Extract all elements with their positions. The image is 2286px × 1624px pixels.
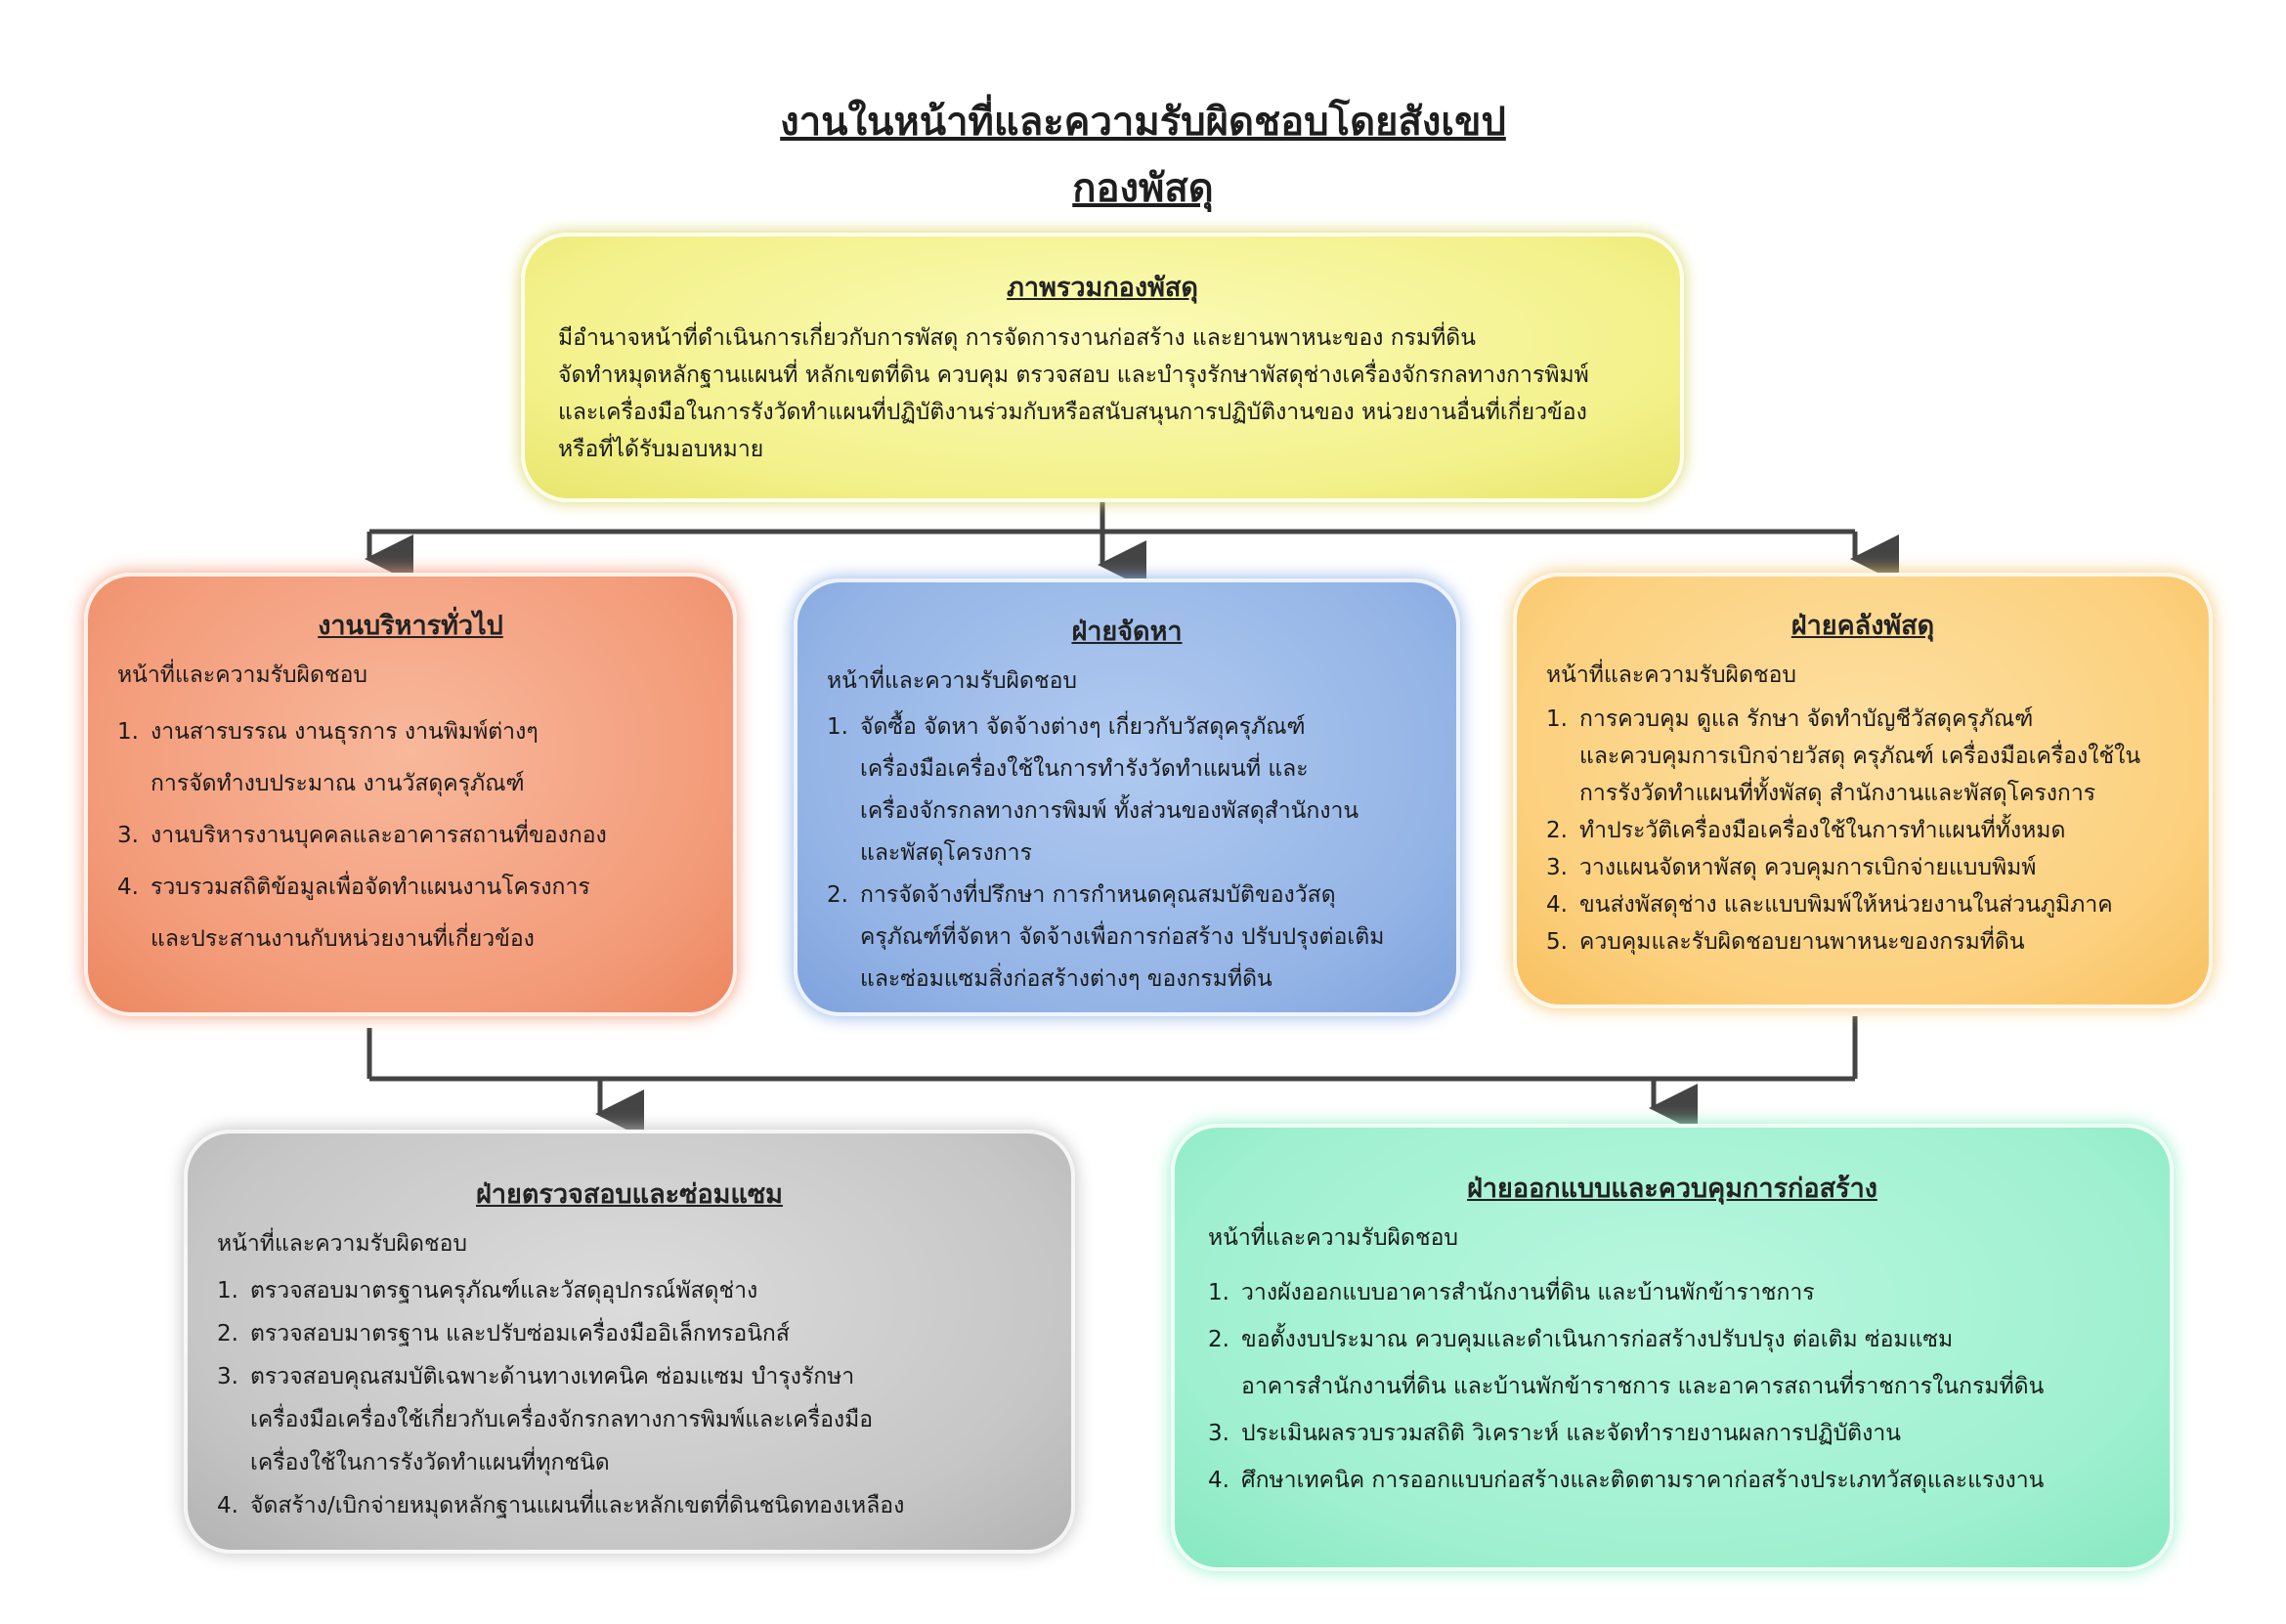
list-item: 3. ประเมินผลรวบรวมสถิติ วิเคราะห์ และจัด…	[1208, 1410, 2136, 1457]
item-text: ประเมินผลรวบรวมสถิติ วิเคราะห์ และจัดทำร…	[1241, 1421, 1901, 1446]
design-intro: หน้าที่และความรับผิดชอบ	[1208, 1225, 1458, 1251]
list-item: 3. งานบริหารงานบุคคลและอาคารสถานที่ของกอ…	[117, 810, 704, 862]
item-number: 4.	[1208, 1468, 1229, 1493]
inspection-box: ฝ่ายตรวจสอบและซ่อมแซม หน้าที่และความรับผ…	[184, 1130, 1075, 1554]
storage-heading: ฝ่ายคลังพัสดุ	[1790, 611, 1935, 641]
item-number: 1.	[1546, 706, 1568, 732]
overview-box: ภาพรวมกองพัสดุ มีอำนาจหน้าที่ดำเนินการเก…	[521, 233, 1684, 502]
page-title: งานในหน้าที่และความรับผิดชอบโดยสังเขป	[780, 100, 1506, 145]
list-item: 4. ศึกษาเทคนิค การออกแบบก่อสร้างและติดตา…	[1208, 1457, 2136, 1504]
item-text: ตรวจสอบมาตรฐานครุภัณฑ์และวัสดุอุปกรณ์พัส…	[250, 1278, 758, 1303]
item-text: ทำประวัติเครื่องมือเครื่องใช้ในการทำแผนท…	[1579, 818, 2066, 843]
overview-line: และเครื่องมือในการรังวัดทำแผนที่ปฏิบัติง…	[558, 400, 1587, 425]
item-number: 1.	[117, 719, 139, 745]
item-text: วางผังออกแบบอาคารสำนักงานที่ดิน และบ้านพ…	[1241, 1280, 1815, 1305]
item-number: 3.	[1546, 855, 1568, 880]
list-item: 4. จัดสร้าง/เบิกจ่ายหมุดหลักฐานแผนที่และ…	[217, 1484, 1042, 1527]
list-item: 1. วางผังออกแบบอาคารสำนักงานที่ดิน และบ้…	[1208, 1269, 2136, 1316]
list-item: 3. วางแผนจัดหาพัสดุ ควบคุมการเบิกจ่ายแบบ…	[1546, 849, 2179, 886]
item-number: 2.	[217, 1321, 238, 1346]
item-text: เครื่องมือเครื่องใช้เกี่ยวกับเครื่องจักร…	[250, 1407, 874, 1432]
procurement-intro: หน้าที่และความรับผิดชอบ	[827, 668, 1077, 694]
item-text: การจัดทำงบประมาณ งานวัสดุครุภัณฑ์	[151, 771, 525, 796]
item-text: รวบรวมสถิติข้อมูลเพื่อจัดทำแผนงานโครงการ	[151, 875, 590, 900]
item-number: 5.	[1546, 929, 1568, 955]
admin-intro: หน้าที่และความรับผิดชอบ	[117, 662, 367, 688]
storage-intro: หน้าที่และความรับผิดชอบ	[1546, 662, 1796, 688]
overview-line: มีอำนาจหน้าที่ดำเนินการเกี่ยวกับการพัสดุ…	[558, 325, 1476, 351]
item-text: การควบคุม ดูแล รักษา จัดทำบัญชีวัสดุครุภ…	[1579, 706, 2034, 732]
design-box: ฝ่ายออกแบบและควบคุมการก่อสร้าง หน้าที่แล…	[1171, 1124, 2174, 1571]
item-text: งานบริหารงานบุคคลและอาคารสถานที่ของกอง	[151, 823, 607, 848]
item-text: การจัดจ้างที่ปรึกษา การกำหนดคุณสมบัติของ…	[860, 882, 1336, 908]
item-number: 3.	[217, 1364, 238, 1389]
list-item: 1. งานสารบรรณ งานธุรการ งานพิมพ์ต่างๆการ…	[117, 706, 704, 810]
item-text: ครุภัณฑ์ที่จัดหา จัดจ้างเพื่อการก่อสร้าง…	[860, 924, 1385, 950]
item-number: 1.	[1208, 1280, 1229, 1305]
item-number: 4.	[217, 1493, 238, 1518]
list-item: 2. ทำประวัติเครื่องมือเครื่องใช้ในการทำแ…	[1546, 812, 2179, 849]
item-text: วางแผนจัดหาพัสดุ ควบคุมการเบิกจ่ายแบบพิม…	[1579, 855, 2037, 880]
item-text: เครื่องมือเครื่องใช้ในการทำรังวัดทำแผนที…	[860, 756, 1309, 782]
item-text: เครื่องใช้ในการรังวัดทำแผนที่ทุกชนิด	[250, 1450, 610, 1475]
admin-heading: งานบริหารทั่วไป	[318, 611, 503, 641]
item-text: ควบคุมและรับผิดชอบยานพาหนะของกรมที่ดิน	[1579, 929, 2025, 955]
item-text: จัดสร้าง/เบิกจ่ายหมุดหลักฐานแผนที่และหลั…	[250, 1493, 905, 1518]
item-number: 4.	[1546, 892, 1568, 918]
design-heading: ฝ่ายออกแบบและควบคุมการก่อสร้าง	[1467, 1174, 1877, 1204]
item-text: ตรวจสอบมาตรฐาน และปรับซ่อมเครื่องมืออิเล…	[250, 1321, 790, 1346]
item-number: 2.	[1208, 1327, 1229, 1352]
procurement-box: ฝ่ายจัดหา หน้าที่และความรับผิดชอบ 1. จัด…	[794, 578, 1460, 1016]
item-number: 4.	[117, 875, 139, 900]
item-number: 1.	[827, 714, 848, 740]
item-text: การรังวัดทำแผนที่ทั้งพัสดุ สำนักงานและพั…	[1579, 781, 2096, 806]
item-text: และควบคุมการเบิกจ่ายวัสดุ ครุภัณฑ์ เครื่…	[1579, 744, 2141, 769]
item-number: 1.	[217, 1278, 238, 1303]
overview-heading: ภาพรวมกองพัสดุ	[1007, 273, 1198, 303]
inspection-intro: หน้าที่และความรับผิดชอบ	[217, 1231, 467, 1257]
list-item: 3. ตรวจสอบคุณสมบัติเฉพาะด้านทางเทคนิค ซ่…	[217, 1355, 1042, 1484]
item-number: 3.	[117, 823, 139, 848]
storage-box: ฝ่ายคลังพัสดุ หน้าที่และความรับผิดชอบ 1.…	[1513, 573, 2213, 1008]
item-text: ขอตั้งงบประมาณ ควบคุมและดำเนินการก่อสร้า…	[1241, 1327, 1954, 1352]
list-item: 1. การควบคุม ดูแล รักษา จัดทำบัญชีวัสดุค…	[1546, 701, 2179, 812]
item-number: 3.	[1208, 1421, 1229, 1446]
list-item: 4. ขนส่งพัสดุช่าง และแบบพิมพ์ให้หน่วยงาน…	[1546, 886, 2179, 923]
list-item: 1. จัดซื้อ จัดหา จัดจ้างต่างๆ เกี่ยวกับว…	[827, 706, 1427, 875]
item-text: และพัสดุโครงการ	[860, 840, 1032, 866]
list-item: 2. ขอตั้งงบประมาณ ควบคุมและดำเนินการก่อส…	[1208, 1316, 2136, 1410]
item-text: ศึกษาเทคนิค การออกแบบก่อสร้างและติดตามรา…	[1241, 1468, 2045, 1493]
item-text: งานสารบรรณ งานธุรการ งานพิมพ์ต่างๆ	[151, 719, 539, 745]
list-item: 4. รวบรวมสถิติข้อมูลเพื่อจัดทำแผนงานโครง…	[117, 862, 704, 965]
list-item: 1. ตรวจสอบมาตรฐานครุภัณฑ์และวัสดุอุปกรณ์…	[217, 1269, 1042, 1312]
inspection-heading: ฝ่ายตรวจสอบและซ่อมแซม	[476, 1179, 783, 1210]
page-subtitle: กองพัสดุ	[1072, 166, 1214, 211]
item-text: และประสานงานกับหน่วยงานที่เกี่ยวข้อง	[151, 926, 535, 952]
item-text: ขนส่งพัสดุช่าง และแบบพิมพ์ให้หน่วยงานในส…	[1579, 892, 2113, 918]
item-text: ตรวจสอบคุณสมบัติเฉพาะด้านทางเทคนิค ซ่อมแ…	[250, 1364, 855, 1389]
item-text: จัดซื้อ จัดหา จัดจ้างต่างๆ เกี่ยวกับวัสด…	[860, 714, 1306, 740]
item-text: เครื่องจักรกลทางการพิมพ์ ทั้งส่วนของพัสด…	[860, 798, 1359, 824]
item-number: 2.	[827, 882, 848, 908]
overview-line: จัดทำหมุดหลักฐานแผนที่ หลักเขตที่ดิน ควบ…	[558, 363, 1589, 388]
admin-box: งานบริหารทั่วไป หน้าที่และความรับผิดชอบ …	[84, 573, 737, 1016]
item-number: 2.	[1546, 818, 1568, 843]
procurement-heading: ฝ่ายจัดหา	[1071, 617, 1183, 647]
list-item: 2. การจัดจ้างที่ปรึกษา การกำหนดคุณสมบัติ…	[827, 875, 1427, 1001]
overview-line: หรือที่ได้รับมอบหมาย	[558, 437, 764, 462]
item-text: และซ่อมแซมสิ่งก่อสร้างต่างๆ ของกรมที่ดิน	[860, 966, 1272, 992]
item-text: อาคารสำนักงานที่ดิน และบ้านพักข้าราชการ …	[1241, 1374, 2045, 1399]
list-item: 5. ควบคุมและรับผิดชอบยานพาหนะของกรมที่ดิ…	[1546, 923, 2179, 961]
list-item: 2. ตรวจสอบมาตรฐาน และปรับซ่อมเครื่องมืออ…	[217, 1312, 1042, 1355]
